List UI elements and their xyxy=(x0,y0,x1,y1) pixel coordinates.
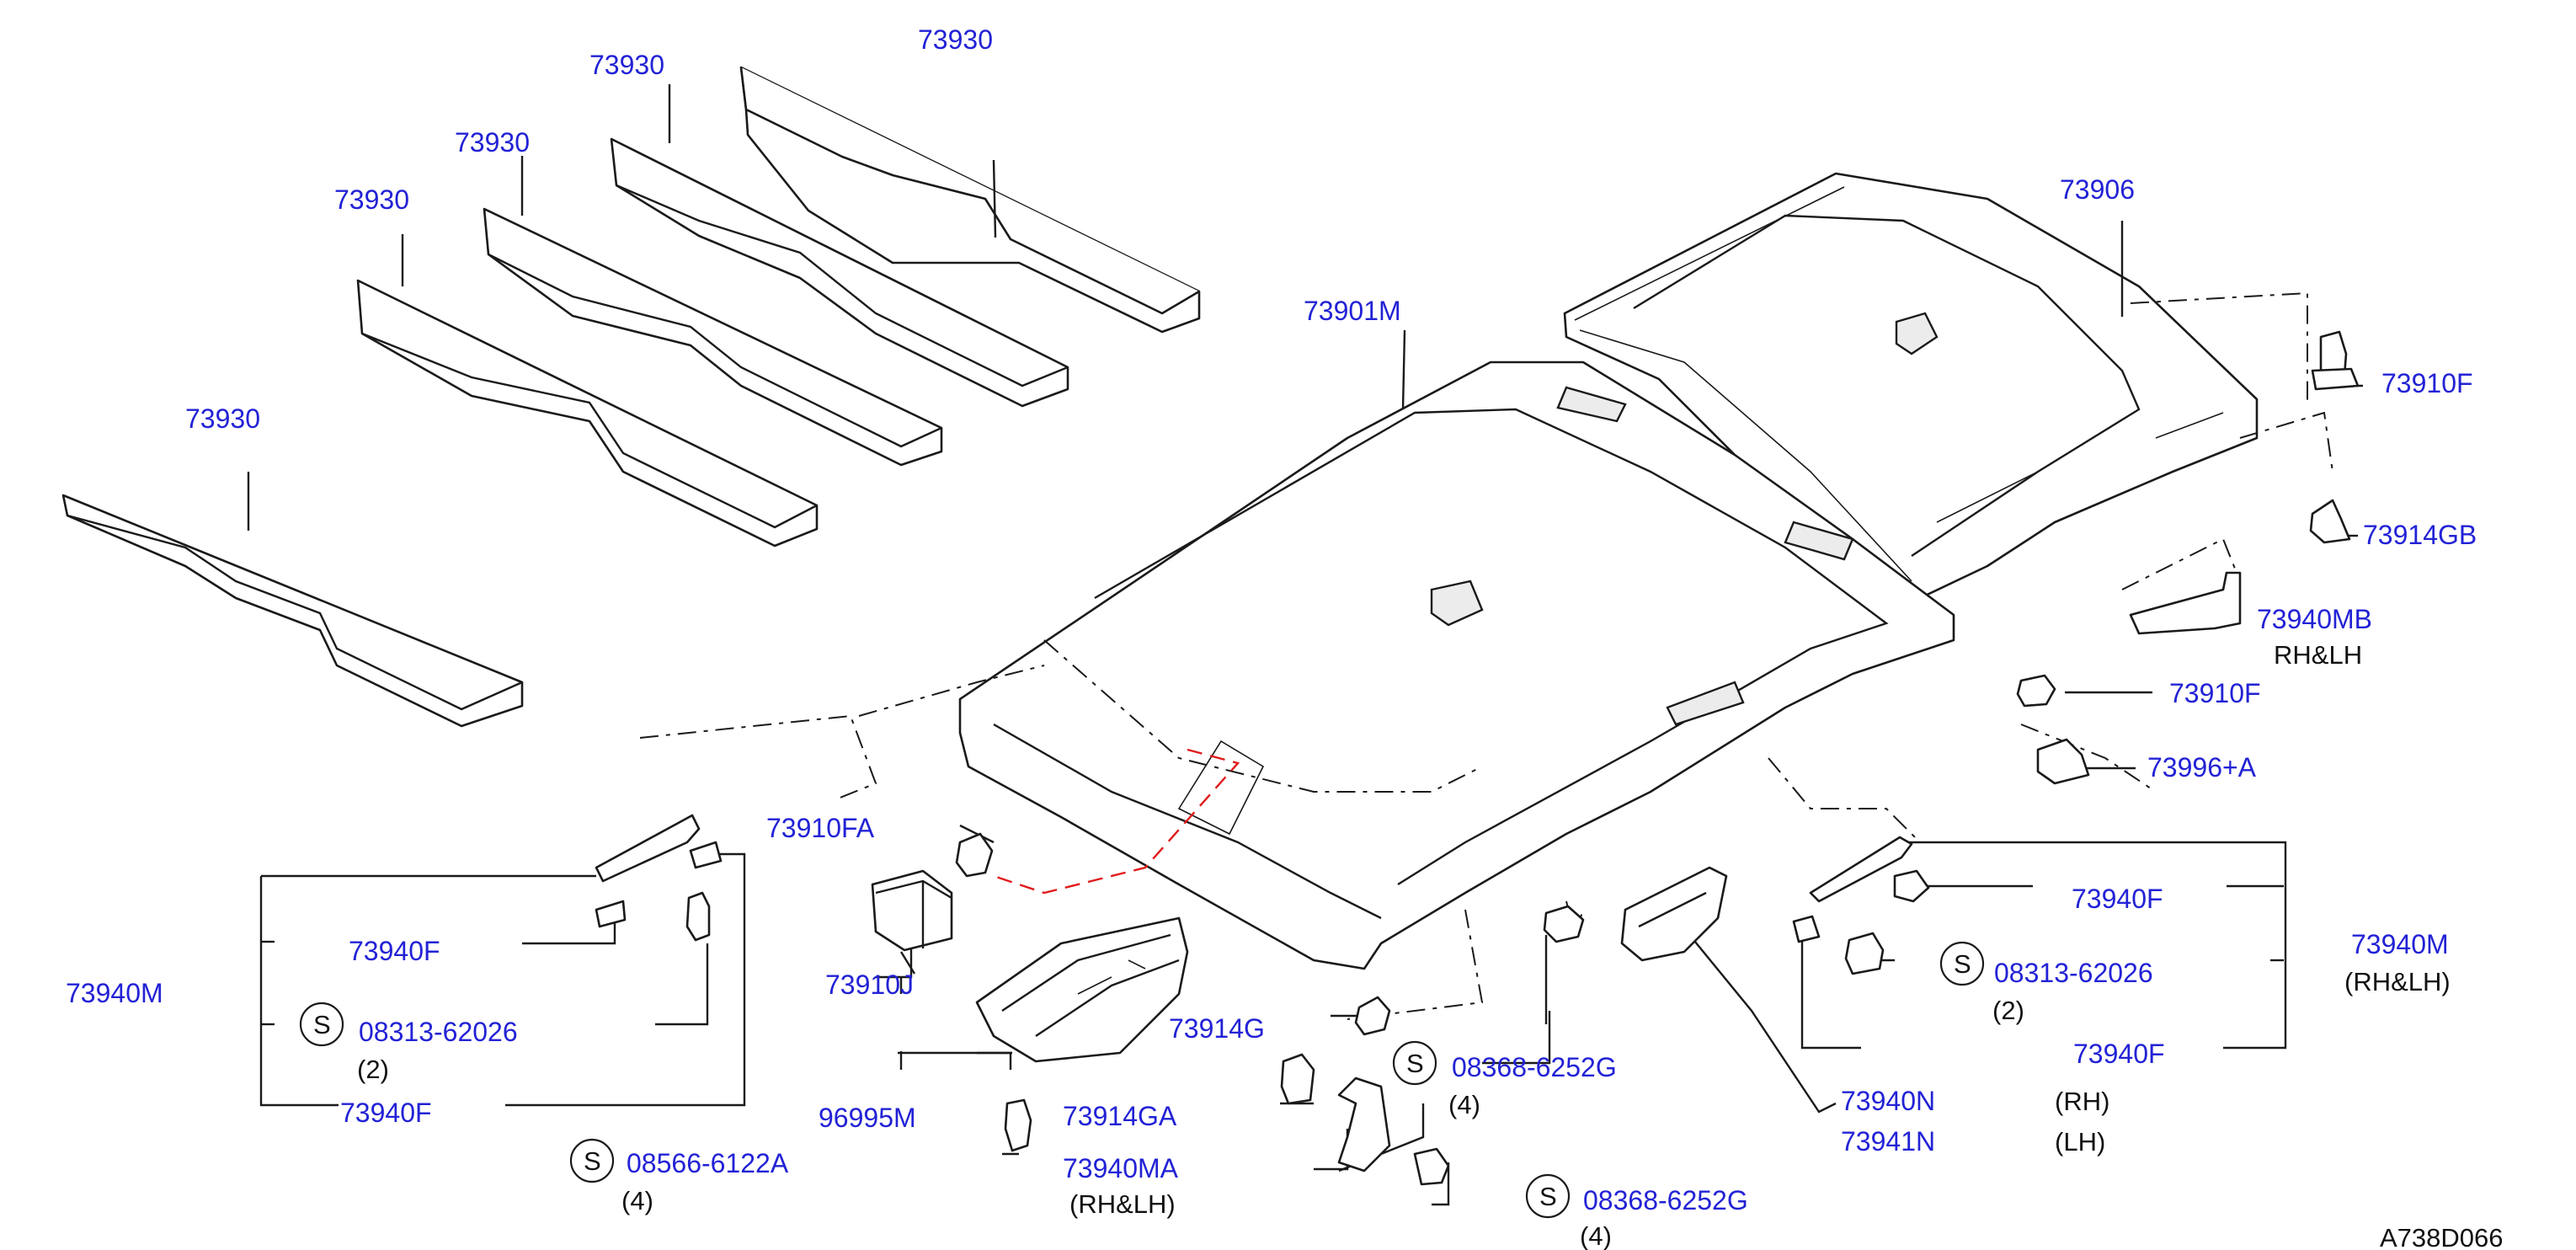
label-screw-08368-a-qty: (4) xyxy=(1448,1090,1480,1119)
headlining-front xyxy=(958,361,1955,970)
clip-73996a xyxy=(2036,738,2090,785)
svg-text:S: S xyxy=(584,1146,601,1176)
headlining-pad-3 xyxy=(483,207,943,467)
screw-marker-right: S xyxy=(1939,941,1985,986)
svg-text:S: S xyxy=(1954,949,1971,979)
svg-text:S: S xyxy=(1406,1049,1424,1078)
label-headlining-rear: 73906 xyxy=(2060,174,2135,205)
label-clip-73914gb: 73914GB xyxy=(2363,520,2477,550)
label-pad-4: 73930 xyxy=(589,50,664,80)
label-grip-73941n-side: (LH) xyxy=(2055,1127,2105,1157)
headlining-pad-1 xyxy=(61,494,524,728)
label-grip-73940n-side: (RH) xyxy=(2055,1087,2109,1116)
clip-73910fa xyxy=(955,832,994,878)
headlining-pad-2 xyxy=(356,279,819,548)
label-pad-5: 73930 xyxy=(918,24,993,55)
svg-text:S: S xyxy=(1539,1182,1557,1211)
label-pad-2: 73930 xyxy=(334,184,409,215)
label-grip-73940m-right-side: (RH&LH) xyxy=(2344,967,2451,996)
label-lamp-96995m: 96995M xyxy=(819,1103,916,1133)
clip-73914g xyxy=(1354,996,1391,1036)
label-screw-08566-qty: (4) xyxy=(621,1186,653,1215)
label-grip-73940mb-side: RH&LH xyxy=(2274,640,2362,670)
screw-marker-08566: S xyxy=(569,1138,615,1183)
label-clip-73914ga: 73914GA xyxy=(1063,1101,1177,1131)
clip-73910f-top xyxy=(2311,330,2360,391)
screw-marker-08368-b: S xyxy=(1525,1173,1571,1219)
label-screw-08368-a: 08368-6252G xyxy=(1452,1052,1617,1082)
drawing-code: A738D066 xyxy=(2380,1223,2504,1250)
label-screw-08368-b-qty: (4) xyxy=(1580,1221,1612,1250)
headlining-rear xyxy=(1563,172,2259,600)
label-clip-73910f-top: 73910F xyxy=(2381,368,2473,398)
label-grip-73940mb: 73940MB xyxy=(2257,604,2372,634)
screw-08368-b-part xyxy=(1413,1147,1450,1186)
lamp-highlight-dash xyxy=(993,748,1240,895)
clip-73914gb xyxy=(2309,499,2351,544)
label-pad-73910j: 73910J xyxy=(825,970,914,1000)
screw-08368-a-part xyxy=(1543,905,1585,943)
headlining-pad-4 xyxy=(610,137,1069,408)
svg-text:S: S xyxy=(313,1010,331,1039)
clip-73914ga xyxy=(1280,1053,1315,1105)
label-grip-73941n: 73941N xyxy=(1841,1126,1935,1157)
grip-73940m-left xyxy=(595,814,723,942)
label-right-73940f-lower: 73940F xyxy=(2073,1039,2165,1069)
label-screw-08566: 08566-6122A xyxy=(627,1148,789,1178)
clip-73910f-mid xyxy=(2016,674,2056,708)
label-left-screw-code: 08313-62026 xyxy=(359,1017,518,1047)
screw-08566-part xyxy=(1004,1098,1032,1152)
label-right-73940f-upper: 73940F xyxy=(2072,884,2163,914)
label-screw-08368-b: 08368-6252G xyxy=(1583,1185,1748,1215)
label-clip-73910f-mid: 73910F xyxy=(2169,678,2261,708)
label-grip-73940ma-side: (RH&LH) xyxy=(1069,1189,1176,1219)
label-clip-73914g: 73914G xyxy=(1169,1013,1265,1044)
grip-73940ma xyxy=(1337,1076,1391,1173)
grip-73940mb xyxy=(2129,571,2242,635)
label-right-screw-qty: (2) xyxy=(1992,996,2024,1025)
headlining-pad-5 xyxy=(739,66,1201,334)
label-grip-73940m-right: 73940M xyxy=(2351,929,2449,959)
screw-marker-08368-a: S xyxy=(1392,1040,1437,1086)
grip-73940m-right xyxy=(1792,836,1930,975)
grip-73940n xyxy=(1620,866,1728,962)
label-clip-73910fa: 73910FA xyxy=(766,813,875,843)
part-number-labels: 73930 73930 73930 73930 73930 73901M 739… xyxy=(66,24,2504,1250)
label-grip-73940n: 73940N xyxy=(1841,1086,1935,1116)
leader-lines xyxy=(247,84,2363,1206)
label-right-screw-code: 08313-62026 xyxy=(1994,958,2153,988)
label-left-screw-qty: (2) xyxy=(357,1055,389,1084)
label-grip-73940ma: 73940MA xyxy=(1063,1153,1179,1183)
label-grip-73940m-left: 73940M xyxy=(66,978,163,1008)
label-left-73940f-upper: 73940F xyxy=(349,936,440,966)
screw-marker-left: S xyxy=(299,1002,344,1047)
label-headlining-front: 73901M xyxy=(1304,296,1401,326)
label-pad-3: 73930 xyxy=(455,127,530,158)
map-lamp-96995m xyxy=(975,916,1189,1063)
label-left-73940f-lower: 73940F xyxy=(340,1098,432,1128)
label-pad-1: 73930 xyxy=(185,403,260,434)
label-clip-73996a: 73996+A xyxy=(2147,752,2257,783)
pad-73910j xyxy=(871,869,953,952)
